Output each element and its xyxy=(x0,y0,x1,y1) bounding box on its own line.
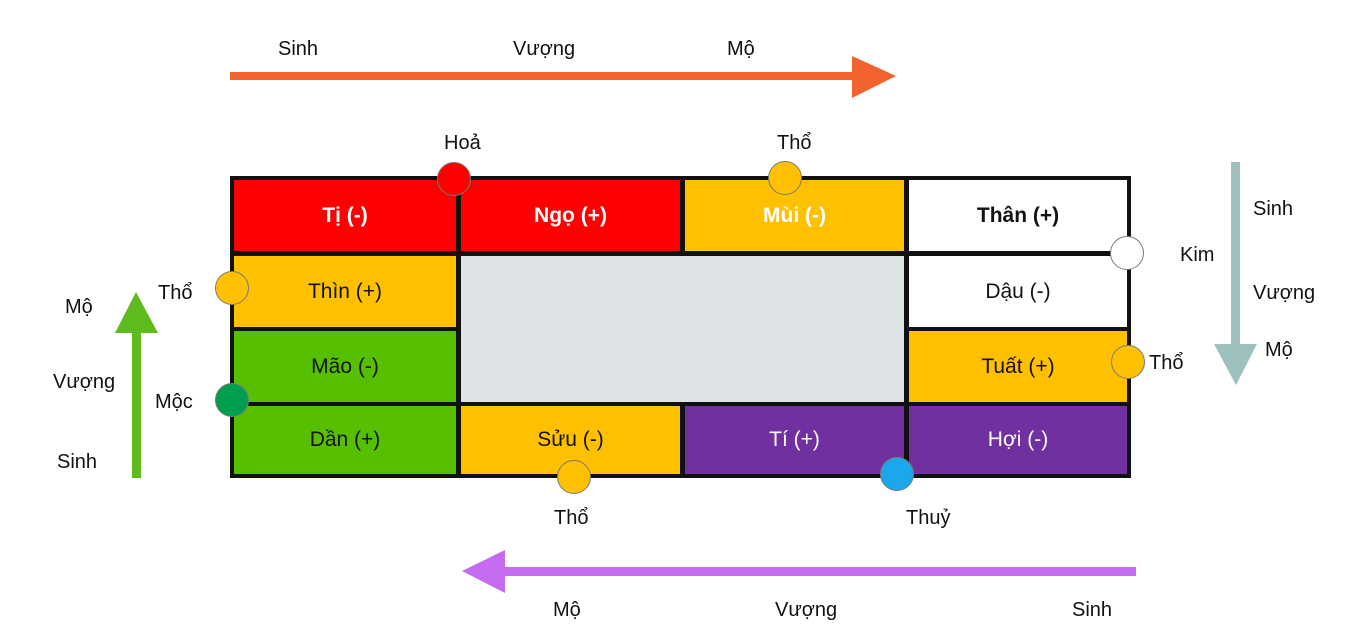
water-dot xyxy=(880,457,914,491)
earth-label-left: Thổ xyxy=(158,282,193,304)
cell-dau: Dậu (-) xyxy=(909,256,1127,327)
bottom-arrow xyxy=(462,550,1136,593)
bottom-arrow-label-mo: Mộ xyxy=(553,599,581,621)
top-arrow-label-mo: Mộ xyxy=(727,38,755,60)
metal-label: Kim xyxy=(1180,244,1215,266)
cell-than-plus: Thân (+) xyxy=(909,180,1127,251)
right-arrow xyxy=(1214,162,1257,385)
cell-mao: Mão (-) xyxy=(234,331,456,402)
cell-tuat: Tuất (+) xyxy=(909,331,1127,402)
bottom-arrow-label-vuong: Vượng xyxy=(775,599,838,621)
left-arrow-label-sinh: Sinh xyxy=(57,451,98,473)
cell-hoi: Hợi (-) xyxy=(909,406,1127,474)
left-arrow xyxy=(115,292,158,478)
earth-label-top: Thổ xyxy=(777,132,812,154)
branch-grid: Tị (-) Ngọ (+) Mùi (-) Thân (+) Thìn (+)… xyxy=(230,176,1131,478)
bottom-arrow-label-sinh: Sinh xyxy=(1072,599,1113,621)
earth-dot-right xyxy=(1111,345,1145,379)
right-arrow-label-vuong: Vượng xyxy=(1253,282,1316,304)
right-arrow-label-mo: Mộ xyxy=(1265,339,1293,361)
earth-dot-left xyxy=(215,271,249,305)
left-arrow-label-vuong: Vượng xyxy=(53,371,116,393)
water-label: Thuỷ xyxy=(906,507,951,529)
earth-dot-top xyxy=(768,161,802,195)
wood-label: Mộc xyxy=(155,391,193,413)
fire-dot xyxy=(437,162,471,196)
cell-ti-plus: Tí (+) xyxy=(685,406,904,474)
top-arrow-label-sinh: Sinh xyxy=(278,38,319,60)
wood-dot xyxy=(215,383,249,417)
metal-dot xyxy=(1110,236,1144,270)
left-arrow-label-mo: Mộ xyxy=(65,296,93,318)
center-panel xyxy=(461,256,904,402)
earth-dot-bottom xyxy=(557,460,591,494)
right-arrow-label-sinh: Sinh xyxy=(1253,198,1294,220)
earth-label-bottom: Thổ xyxy=(554,507,589,529)
cell-ngo: Ngọ (+) xyxy=(461,180,680,251)
cell-ti-minus: Tị (-) xyxy=(234,180,456,251)
top-arrow xyxy=(230,56,896,98)
earth-label-right: Thổ xyxy=(1149,352,1184,374)
cell-dan: Dần (+) xyxy=(234,406,456,474)
cell-thin: Thìn (+) xyxy=(234,256,456,327)
top-arrow-label-vuong: Vượng xyxy=(513,38,576,60)
fire-label: Hoả xyxy=(444,132,481,154)
